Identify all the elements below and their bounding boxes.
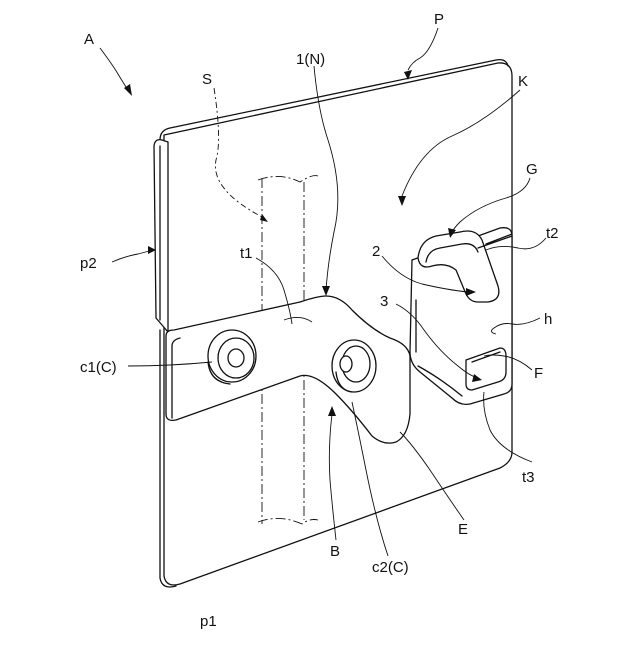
label-f: F: [534, 365, 543, 382]
label-a: A: [84, 31, 94, 48]
label-s: S: [202, 71, 212, 88]
label-e: E: [458, 521, 468, 538]
label-2: 2: [372, 243, 380, 260]
label-k: K: [518, 73, 528, 90]
label-c2: c2(C): [372, 559, 409, 576]
label-b: B: [330, 543, 340, 560]
label-p: P: [434, 11, 444, 28]
label-3: 3: [380, 293, 388, 310]
label-c1: c1(C): [80, 359, 117, 376]
flap-p2: [154, 140, 168, 332]
label-p2: p2: [80, 255, 97, 272]
label-p1: p1: [200, 613, 217, 630]
label-g: G: [526, 161, 538, 178]
label-t1: t1: [240, 245, 253, 262]
label-h: h: [544, 311, 552, 328]
label-t2: t2: [546, 225, 559, 242]
label-t3: t3: [522, 469, 535, 486]
label-n: 1(N): [296, 51, 325, 68]
snap-c2: [332, 340, 376, 392]
